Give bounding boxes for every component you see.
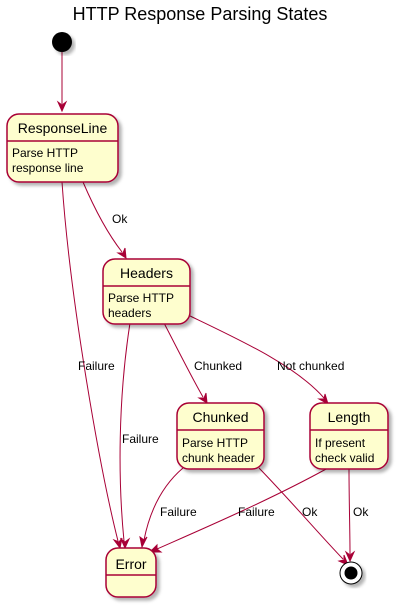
state-headers: Headers Parse HTTP headers [102, 258, 191, 325]
state-name: Chunked [192, 409, 248, 425]
edge-responseline-to-error [61, 181, 119, 542]
state-name: Length [328, 409, 371, 425]
arrowhead-chunked-to-error [139, 535, 148, 549]
state-desc-line: check valid [315, 451, 374, 465]
arrowhead-headers-to-chunked [197, 392, 208, 404]
edge-headers-to-length [187, 314, 325, 399]
state-length: Length If present check valid [309, 402, 389, 470]
arrowhead-start-to-responseline [56, 100, 68, 113]
edges [56, 52, 356, 566]
edge-label-length-error: Failure [238, 505, 275, 519]
state-name: Headers [120, 265, 173, 281]
arrowhead-length-to-end [344, 550, 356, 563]
edge-labels: Ok Failure Chunked Not chunked Failure F… [78, 212, 369, 519]
state-desc-line: If present [315, 436, 366, 450]
state-desc-line: headers [108, 306, 151, 320]
edge-headers-to-chunked [163, 322, 204, 398]
state-desc-line: Parse HTTP [182, 436, 248, 450]
state-desc-line: Parse HTTP [108, 291, 174, 305]
state-error: Error [105, 547, 157, 598]
edge-label-headers-chunked: Chunked [194, 359, 242, 373]
arrowhead-headers-to-length [317, 393, 329, 406]
diagram-title: HTTP Response Parsing States [73, 4, 328, 24]
edge-label-responseline-error: Failure [78, 359, 115, 373]
edge-label-chunked-end: Ok [302, 505, 318, 519]
edge-label-headers-error: Failure [122, 432, 159, 446]
edge-responseline-to-headers [82, 181, 123, 253]
state-name: Error [115, 556, 146, 572]
state-desc-line: response line [12, 161, 84, 175]
arrowhead-length-to-error [148, 543, 163, 553]
state-desc-line: Parse HTTP [12, 146, 78, 160]
arrowhead-responseline-to-headers [116, 247, 127, 259]
edge-label-length-end: Ok [353, 505, 369, 519]
edge-label-headers-length: Not chunked [277, 359, 344, 373]
arrowhead-headers-to-error [119, 537, 131, 550]
edge-headers-to-error [119, 322, 131, 542]
edge-chunked-to-error [143, 467, 184, 541]
arrowhead-chunked-to-end [337, 554, 349, 566]
state-desc-line: chunk header [182, 451, 255, 465]
state-chunked: Chunked Parse HTTP chunk header [176, 402, 265, 470]
start-node [52, 32, 72, 52]
state-name: ResponseLine [18, 120, 108, 136]
edge-label-responseline-headers: Ok [112, 212, 128, 226]
state-responseline: ResponseLine Parse HTTP response line [6, 113, 119, 183]
edge-label-chunked-error: Failure [160, 505, 197, 519]
edge-chunked-to-end [258, 467, 344, 560]
edge-length-to-error [156, 467, 329, 550]
end-node [339, 561, 363, 585]
edge-length-to-end [348, 467, 351, 555]
arrowhead-responseline-to-error [112, 537, 123, 550]
